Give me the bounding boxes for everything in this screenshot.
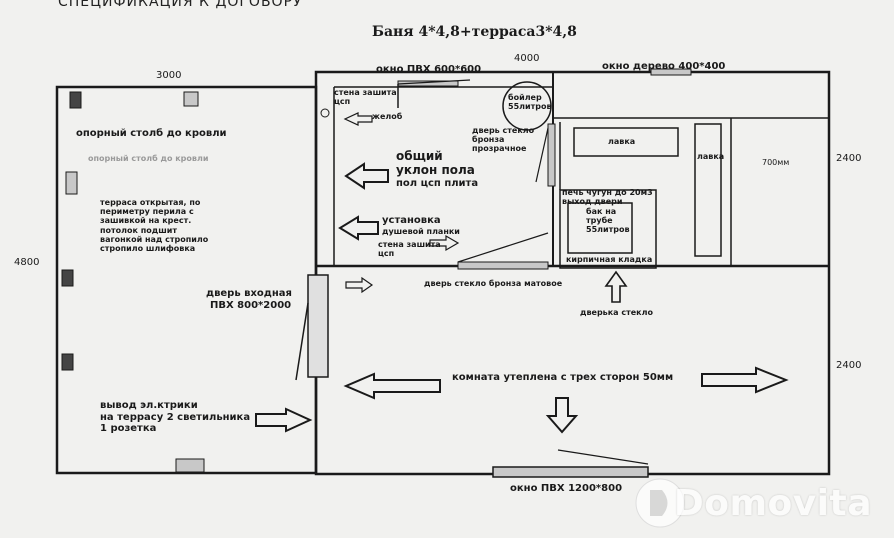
terrace-pillar-note-faded: опорный столб до кровли	[88, 154, 209, 163]
pillar-icon	[61, 269, 74, 287]
brick-label: кирпичная кладка	[566, 255, 653, 264]
arrow-right-icon	[701, 366, 789, 394]
dim-bench-width: 700мм	[762, 158, 790, 167]
bench-2-label: лавка	[697, 152, 725, 161]
dim-height-right-bottom: 2400	[836, 360, 862, 371]
door-swing-line	[295, 302, 309, 381]
bottom-window-label: окно ПВХ 1200*800	[510, 483, 623, 494]
dim-width-left: 3000	[156, 70, 182, 81]
dim-height-right-top: 2400	[836, 153, 862, 164]
door-swing-line	[535, 127, 549, 183]
tank-icon	[567, 202, 633, 254]
house-outline	[314, 70, 831, 476]
arrow-right-icon	[429, 234, 460, 252]
bench-icon	[573, 127, 679, 157]
wall-protected-label: стена зашита цсп	[334, 88, 397, 107]
glass-door-label: дверь стекло бронза прозрачное	[472, 126, 535, 154]
glass-door-icon	[547, 123, 556, 187]
terrace-description: терраса открытая, по периметру перила с …	[100, 198, 209, 253]
dim-height-left: 4800	[14, 257, 40, 268]
arrow-up-icon	[604, 270, 628, 303]
window-icon	[650, 68, 692, 76]
pillar-icon	[65, 171, 78, 195]
insulation-label: комната утеплена с трех сторон 50мм	[452, 372, 674, 383]
arrow-left-icon	[343, 372, 441, 400]
terrace-pillar-note: опорный столб до кровли	[76, 128, 227, 139]
matte-door-label: дверь стекло бронза матовое	[424, 279, 563, 288]
electrics-label: вывод эл.ктрики на террасу 2 светильника…	[100, 400, 251, 434]
floor-slope-label: общий уклон пола пол цсп плита	[396, 149, 479, 189]
drain-label: желоб	[372, 112, 403, 121]
arrow-left-icon	[343, 112, 373, 126]
watermark-text: Domovita	[673, 483, 872, 524]
dim-width-right: 4000	[514, 53, 540, 64]
arrow-right-icon	[255, 407, 313, 433]
window-icon	[492, 466, 649, 478]
window-sash-line	[397, 79, 471, 85]
wall-protected-label-2: стена зашита цсп	[378, 240, 441, 259]
domovita-logo-icon	[635, 478, 685, 528]
bench-icon	[694, 123, 722, 257]
drain-circle-icon	[320, 108, 330, 118]
washroom-window-label: окно ПВХ 600*600	[376, 64, 482, 75]
pillar-icon	[183, 91, 199, 107]
pillar-icon	[175, 458, 205, 473]
watermark: Domovita	[674, 483, 872, 524]
boiler-label: бойлер 55литров	[508, 93, 552, 112]
bench-1-label: лавка	[608, 137, 636, 146]
stove-icon	[559, 189, 657, 269]
plan-title: Баня 4*4,8+терраса3*4,8	[372, 24, 577, 40]
door-swing-line	[457, 232, 549, 263]
shower-label: установка душевой планки	[382, 215, 460, 236]
entrance-door-icon	[307, 274, 329, 378]
stove-door-label: дверька стекло	[580, 308, 653, 317]
arrow-left-icon	[338, 215, 379, 241]
pillar-icon	[69, 91, 82, 109]
window-sash-line	[557, 449, 649, 465]
arrow-left-icon	[344, 162, 389, 190]
arrow-down-icon	[545, 397, 579, 434]
tank-label: бак на трубе 55литров	[586, 207, 630, 235]
pillar-icon	[61, 353, 74, 371]
arrow-right-icon	[345, 276, 374, 294]
entrance-door-label: дверь входная ПВХ 800*2000	[206, 288, 292, 311]
boiler-icon	[502, 81, 552, 131]
spec-header: СПЕЦИФИКАЦИЯ К ДОГОВОРУ	[58, 0, 303, 10]
steam-window-label: окно дерево 400*400	[602, 61, 726, 72]
matte-door-icon	[457, 261, 549, 270]
stove-label: печь чугун до 20м3 выход двери	[562, 188, 653, 207]
